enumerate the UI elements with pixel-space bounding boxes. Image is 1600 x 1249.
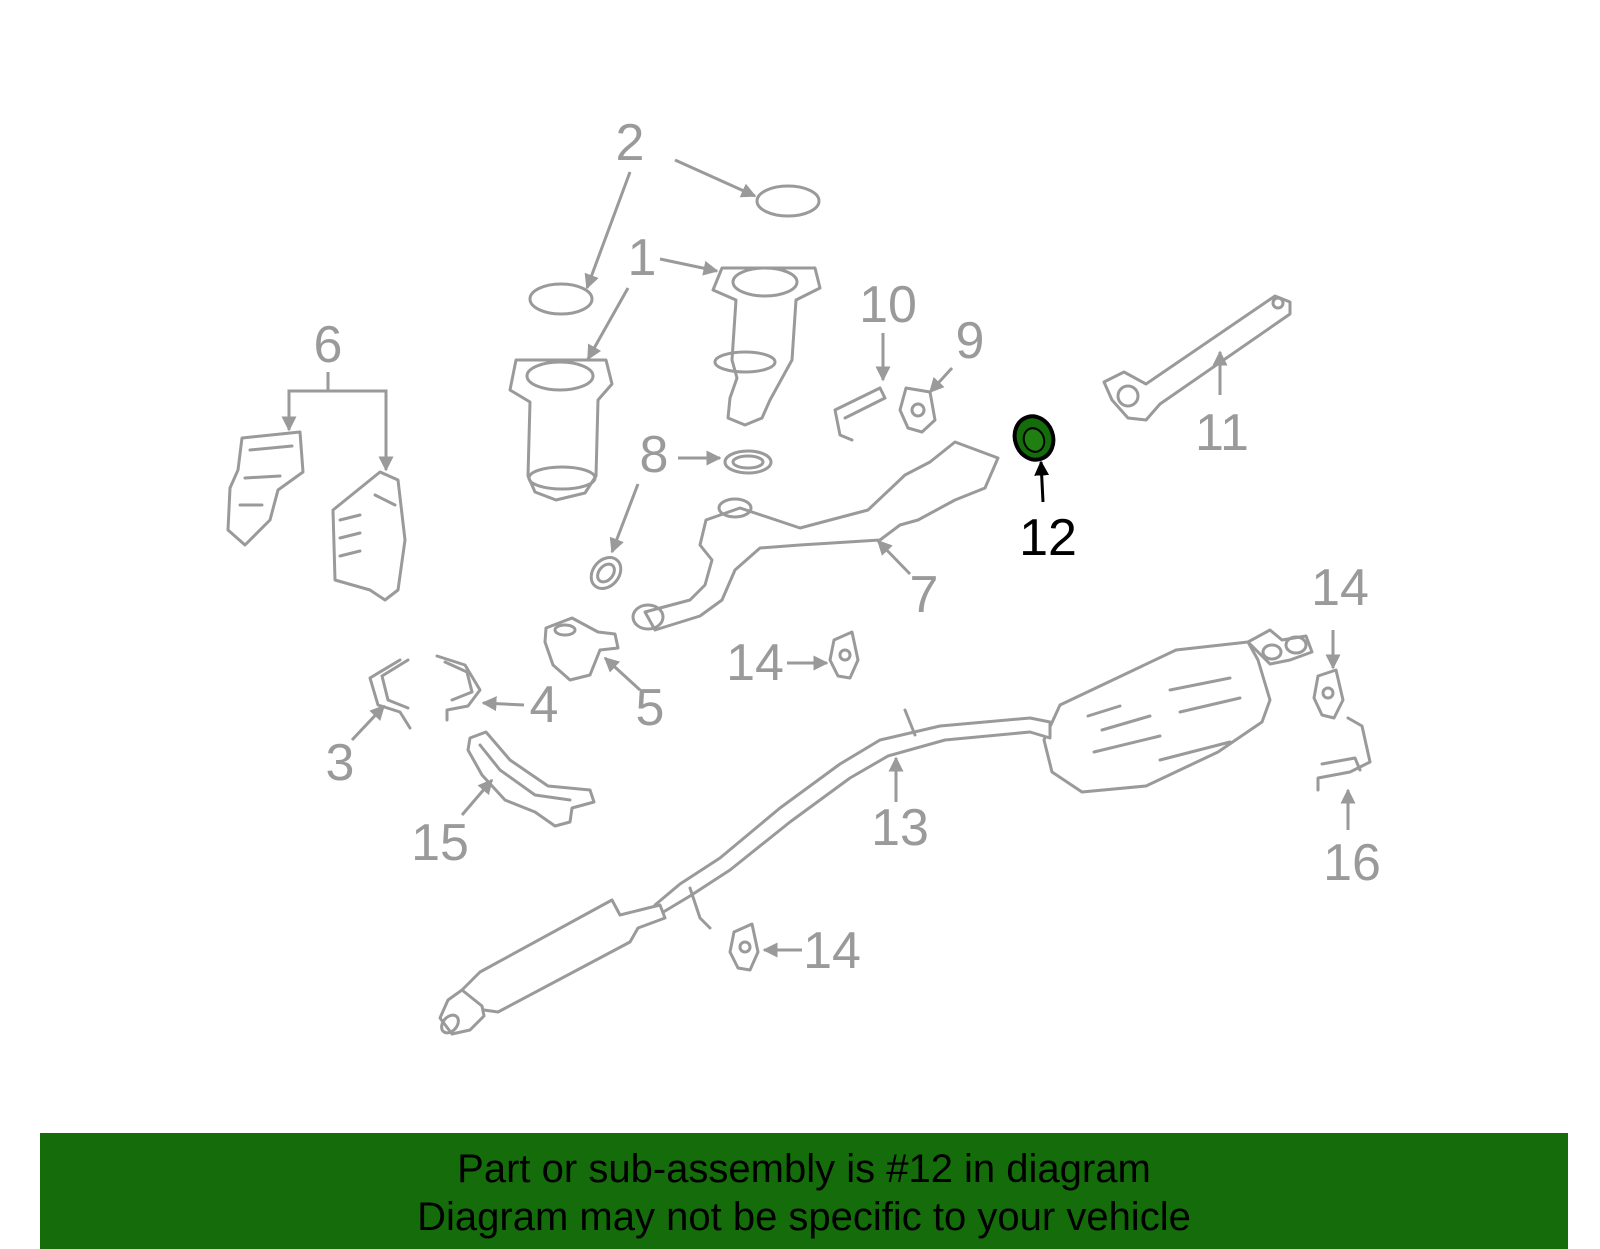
part-4-clamp[interactable] <box>435 654 482 722</box>
part-5-bracket[interactable] <box>543 616 620 682</box>
leader-8b <box>609 483 640 554</box>
callout-8[interactable]: 8 <box>640 426 669 484</box>
callout-12[interactable]: 12 <box>1019 509 1077 567</box>
part-6-shield-right[interactable] <box>331 470 407 602</box>
part-3-clamp[interactable] <box>368 658 412 730</box>
leader-6a <box>281 372 330 432</box>
part-2-ring-right[interactable] <box>755 184 821 218</box>
part-14-hanger-middle[interactable] <box>828 630 860 680</box>
leader-4 <box>481 696 525 712</box>
part-15-crossmember[interactable] <box>466 730 596 828</box>
part-13-muffler-assembly[interactable] <box>438 628 1314 1036</box>
part-1-converter-front[interactable] <box>508 358 614 502</box>
callout-15[interactable]: 15 <box>411 814 469 872</box>
callout-5[interactable]: 5 <box>636 679 665 737</box>
leader-1a <box>659 257 719 276</box>
part-12-gasket-highlighted[interactable] <box>1009 411 1060 465</box>
leader-9 <box>928 366 954 394</box>
callout-14-bottom[interactable]: 14 <box>803 922 861 980</box>
leader-5 <box>603 656 642 692</box>
part-6-shield-left[interactable] <box>226 430 305 547</box>
banner-line-part: Part or sub-assembly is #12 in diagram <box>457 1147 1151 1191</box>
callout-14-middle[interactable]: 14 <box>726 634 784 692</box>
callout-1[interactable]: 1 <box>628 229 657 287</box>
leader-3 <box>350 704 386 742</box>
part-11-pipe[interactable] <box>1102 294 1292 422</box>
part-8-gasket-upper[interactable] <box>723 449 773 475</box>
callout-11[interactable]: 11 <box>1195 404 1249 462</box>
part-14-hanger-bottom[interactable] <box>728 922 760 972</box>
part-9-hanger[interactable] <box>898 386 937 434</box>
part-2-ring-left[interactable] <box>528 282 594 316</box>
banner-line-disclaimer: Diagram may not be specific to your vehi… <box>417 1195 1191 1239</box>
callout-9[interactable]: 9 <box>956 312 985 370</box>
leader-2a <box>674 158 757 198</box>
leader-1b <box>586 287 630 361</box>
part-8-gasket-lower[interactable] <box>585 552 627 595</box>
callout-2[interactable]: 2 <box>616 114 645 172</box>
part-10-bracket[interactable] <box>833 386 887 442</box>
callout-14-right[interactable]: 14 <box>1311 559 1369 617</box>
part-16-bracket[interactable] <box>1316 716 1372 792</box>
leader-7 <box>876 539 912 576</box>
info-banner: Part or sub-assembly is #12 in diagram D… <box>40 1133 1568 1249</box>
callout-13[interactable]: 13 <box>871 799 929 857</box>
callout-6[interactable]: 6 <box>314 316 343 374</box>
leader-15 <box>460 778 494 816</box>
callout-7[interactable]: 7 <box>910 566 939 624</box>
leader-12 <box>1034 460 1050 503</box>
callout-3[interactable]: 3 <box>326 734 355 792</box>
callout-4[interactable]: 4 <box>530 676 559 734</box>
callout-16[interactable]: 16 <box>1323 834 1381 892</box>
callout-10[interactable]: 10 <box>859 276 917 334</box>
part-1-converter-rear[interactable] <box>711 266 822 427</box>
leader-2b <box>584 171 632 290</box>
part-14-hanger-right[interactable] <box>1312 668 1345 720</box>
leader-6b <box>328 389 394 472</box>
part-7-front-pipe[interactable] <box>631 440 1000 632</box>
